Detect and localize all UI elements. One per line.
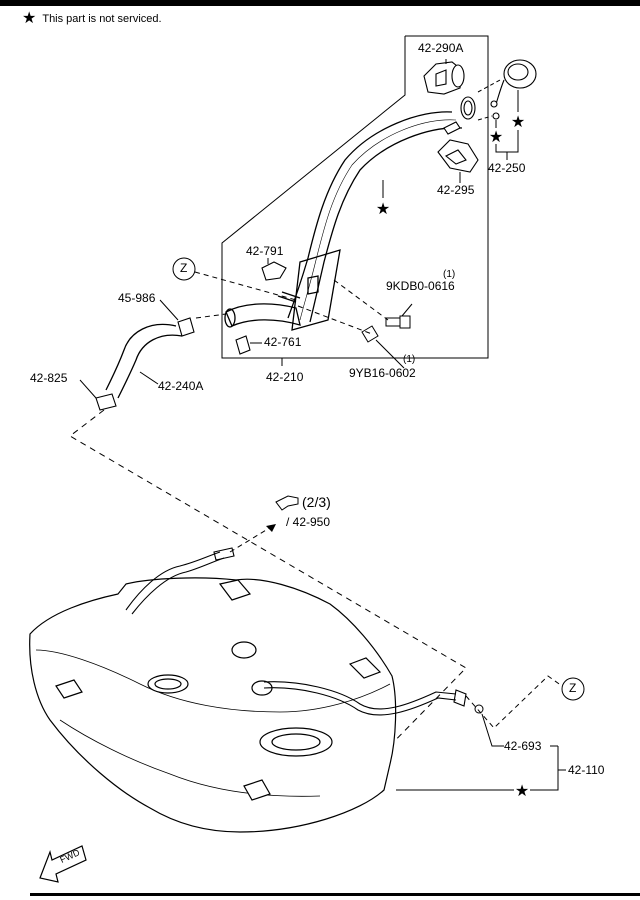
reference-part: / 42-950 xyxy=(286,515,331,529)
fwd-arrow-icon xyxy=(39,845,87,883)
hose-clamp-lower xyxy=(95,393,117,411)
star-icon: ★ xyxy=(515,781,529,800)
vent-tube xyxy=(125,547,467,716)
pointing-hand-icon xyxy=(275,495,299,511)
hose-clamp-upper xyxy=(177,317,195,337)
zone-label-upper: Z xyxy=(180,261,188,275)
clip-part xyxy=(261,261,287,281)
callout-9YB16-qty: (1) xyxy=(403,354,416,365)
zone-marker-lower xyxy=(561,677,585,701)
cap-nut xyxy=(474,704,484,714)
callout-9YB16-0602: 9YB16-0602 xyxy=(349,366,416,380)
filler-hose xyxy=(105,323,183,399)
callout-42-110: 42-110 xyxy=(568,763,605,777)
callout-42-210: 42-210 xyxy=(266,370,304,384)
assembly-frame xyxy=(221,35,489,359)
nut xyxy=(361,325,379,343)
filler-pipe xyxy=(224,111,463,331)
top-rule xyxy=(0,0,640,6)
legend: ★ This part is not serviced. xyxy=(22,10,162,27)
star-icon: ★ xyxy=(376,199,390,218)
pipe-cap xyxy=(235,335,251,355)
reference-page: (2/3) xyxy=(302,494,331,510)
callout-42-791: 42-791 xyxy=(246,244,284,258)
star-icon: ★ xyxy=(511,112,525,131)
bolt xyxy=(385,315,411,329)
callout-45-986: 45-986 xyxy=(118,291,156,305)
callout-42-250: 42-250 xyxy=(488,161,526,175)
fuel-cap xyxy=(490,59,537,120)
zone-marker-upper xyxy=(172,257,196,281)
zone-label-lower: Z xyxy=(569,681,577,695)
callout-9KDB0-qty: (1) xyxy=(443,269,456,280)
fuel-tank xyxy=(29,577,397,833)
callout-42-290A: 42-290A xyxy=(418,41,464,55)
filler-bracket-part xyxy=(437,139,479,173)
callout-42-240A: 42-240A xyxy=(158,379,204,393)
callout-42-693: 42-693 xyxy=(504,739,542,753)
callout-9KDB0-0616: 9KDB0-0616 xyxy=(386,279,455,293)
callout-42-825: 42-825 xyxy=(30,371,68,385)
routing-line xyxy=(69,409,467,759)
callout-42-295: 42-295 xyxy=(437,183,475,197)
filler-neck-part xyxy=(423,61,465,95)
legend-text: This part is not serviced. xyxy=(42,13,162,25)
bottom-rule xyxy=(30,893,640,896)
star-icon: ★ xyxy=(22,10,37,27)
callout-42-761: 42-761 xyxy=(264,335,302,349)
pipe-ring xyxy=(443,96,476,135)
star-icon: ★ xyxy=(489,127,503,146)
